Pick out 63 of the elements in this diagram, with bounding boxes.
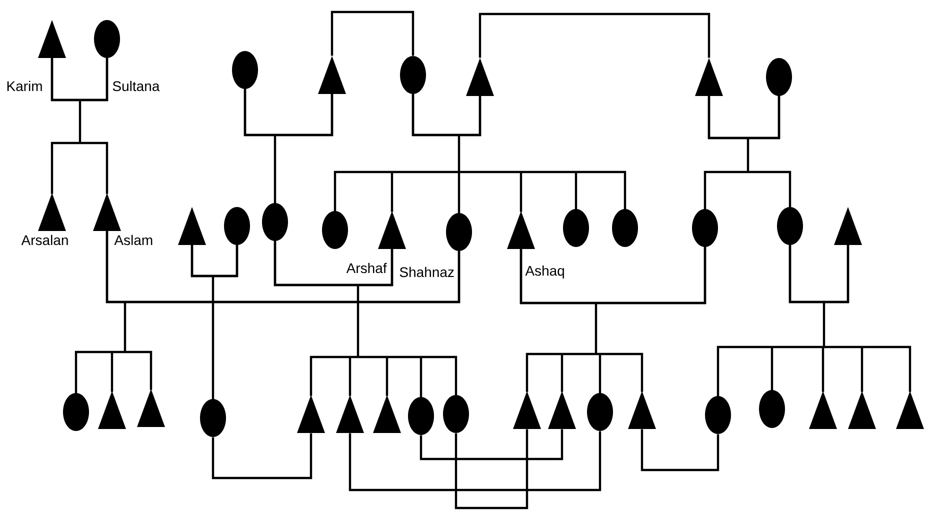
pedigree-triangle xyxy=(507,211,535,249)
pedigree-triangle xyxy=(513,391,541,429)
pedigree-triangle xyxy=(98,391,126,429)
pedigree-circle xyxy=(408,397,434,435)
marriage-line xyxy=(454,429,528,510)
pedigree-triangle xyxy=(848,391,876,429)
sibling-bracket xyxy=(478,12,710,58)
pedigree-triangle xyxy=(628,391,656,429)
pedigree-circle xyxy=(200,399,226,437)
name-label: Arsalan xyxy=(21,234,68,246)
pedigree-triangle xyxy=(336,395,364,433)
name-label: Ashaq xyxy=(525,265,564,279)
name-label: Karim xyxy=(7,80,42,92)
name-label: Shahnaz xyxy=(400,266,454,278)
descent-line xyxy=(274,240,458,398)
name-label: Aslam xyxy=(114,234,152,246)
pedigree-circle xyxy=(563,209,589,247)
pedigree-triangle xyxy=(318,56,346,94)
pedigree-circle xyxy=(232,51,258,89)
pedigree-circle xyxy=(322,211,348,249)
sibling-bracket xyxy=(330,10,414,56)
descent-line xyxy=(520,246,706,394)
pedigree-circle xyxy=(777,207,803,245)
pedigree-circle xyxy=(705,396,731,434)
pedigree-circle xyxy=(587,393,613,431)
descent-line xyxy=(50,57,108,194)
descent-line xyxy=(190,244,238,400)
descent-line xyxy=(716,244,912,397)
name-label: Sultana xyxy=(112,80,160,92)
pedigree-circle xyxy=(400,56,426,94)
pedigree-triangle xyxy=(378,211,406,249)
descent-line xyxy=(74,230,460,394)
pedigree-circle xyxy=(262,203,288,241)
pedigree-circle xyxy=(759,390,785,428)
pedigree-triangle xyxy=(38,20,66,58)
pedigree-circle xyxy=(224,207,250,245)
pedigree-triangle xyxy=(548,391,576,429)
descent-line xyxy=(244,88,334,204)
marriage-line xyxy=(640,429,720,472)
pedigree-triangle xyxy=(896,391,924,429)
pedigree-triangle xyxy=(137,389,165,427)
name-label: Arshaf xyxy=(346,262,387,274)
pedigree-circle xyxy=(692,209,718,247)
marriage-line xyxy=(212,433,312,480)
descent-line xyxy=(334,93,626,214)
pedigree-circle xyxy=(63,393,89,431)
pedigree-circle xyxy=(766,58,792,96)
pedigree-circle xyxy=(443,395,469,433)
pedigree-triangle xyxy=(178,207,206,245)
pedigree-triangle xyxy=(93,193,121,231)
pedigree-triangle xyxy=(373,395,401,433)
pedigree-triangle xyxy=(809,391,837,429)
pedigree-triangle xyxy=(695,58,723,96)
pedigree-circle xyxy=(94,20,120,58)
marriage-line xyxy=(348,431,602,492)
pedigree-triangle xyxy=(297,395,325,433)
pedigree-triangle xyxy=(834,207,862,245)
pedigree-triangle xyxy=(466,58,494,96)
pedigree-circle xyxy=(612,209,638,247)
descent-line xyxy=(704,95,792,210)
pedigree-circle xyxy=(446,213,472,251)
pedigree-triangle xyxy=(38,193,66,231)
marriage-line xyxy=(420,429,564,460)
